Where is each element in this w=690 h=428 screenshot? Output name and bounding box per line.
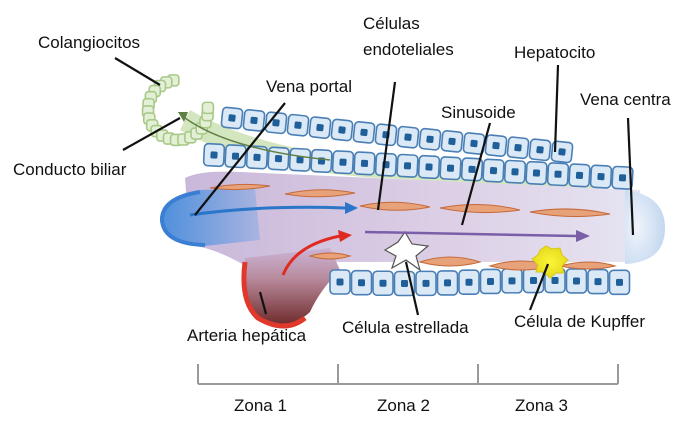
hepatocyte xyxy=(483,159,504,182)
label-colangiocitos: Colangiocitos xyxy=(38,33,140,53)
hepatocyte xyxy=(331,119,353,141)
hepatocyte xyxy=(289,148,310,171)
hepatocyte xyxy=(438,271,458,295)
hepatocyte xyxy=(459,270,479,294)
hepatocyte-plate-lower xyxy=(330,269,630,296)
hepatocyte xyxy=(373,271,393,295)
hepatocyte xyxy=(203,143,224,166)
hepatocyte xyxy=(397,154,418,177)
label-vena-portal: Vena portal xyxy=(266,77,352,97)
hepatocyte xyxy=(569,164,590,187)
hepatocyte xyxy=(287,114,309,136)
hepatocyte xyxy=(397,126,419,148)
hepatocyte xyxy=(526,161,547,184)
cholangiocyte-ring xyxy=(143,75,214,146)
label-hepatocito: Hepatocito xyxy=(514,43,595,63)
hepatocyte xyxy=(353,121,375,143)
hepatocyte xyxy=(416,271,436,295)
label-arteria-hepatica: Arteria hepática xyxy=(187,326,306,346)
hepatocyte xyxy=(440,157,461,180)
hepatocyte xyxy=(419,128,441,150)
label-celulas-endoteliales-2: endoteliales xyxy=(363,40,454,60)
label-sinusoide: Sinusoide xyxy=(441,103,516,123)
hepatocyte xyxy=(481,269,501,293)
label-celulas-endoteliales-1: Células xyxy=(363,14,420,34)
hepatocyte xyxy=(547,163,568,186)
label-conducto-biliar: Conducto biliar xyxy=(13,160,126,180)
hepatocyte xyxy=(221,107,243,129)
hepatocyte xyxy=(610,270,630,294)
hepatocyte xyxy=(309,117,331,139)
hepatocyte xyxy=(352,271,372,295)
hepatocyte xyxy=(441,130,463,152)
hepatocyte xyxy=(588,270,608,294)
hepatocyte xyxy=(502,269,522,293)
hepatocyte xyxy=(590,165,611,188)
hepatocyte xyxy=(418,155,439,178)
hepatocyte xyxy=(507,137,529,159)
zone-2-label: Zona 2 xyxy=(377,396,430,416)
hepatocyte xyxy=(330,270,350,294)
label-vena-central: Vena centra xyxy=(580,90,671,110)
hepatocyte xyxy=(243,109,265,131)
label-celula-kupffer: Célula de Kupffer xyxy=(514,312,645,332)
hepatocyte xyxy=(567,269,587,293)
label-celula-estrellada: Célula estrellada xyxy=(342,318,469,338)
zone-1-label: Zona 1 xyxy=(234,396,287,416)
hepatocyte xyxy=(311,149,332,172)
hepatocyte xyxy=(485,135,507,157)
hepatocyte xyxy=(354,152,375,175)
zone-scale xyxy=(198,364,618,384)
hepatocyte xyxy=(529,139,551,161)
zone-3-label: Zona 3 xyxy=(515,396,568,416)
hepatocyte xyxy=(504,160,525,183)
cholangiocyte xyxy=(202,102,213,113)
hepatocyte xyxy=(332,151,353,174)
